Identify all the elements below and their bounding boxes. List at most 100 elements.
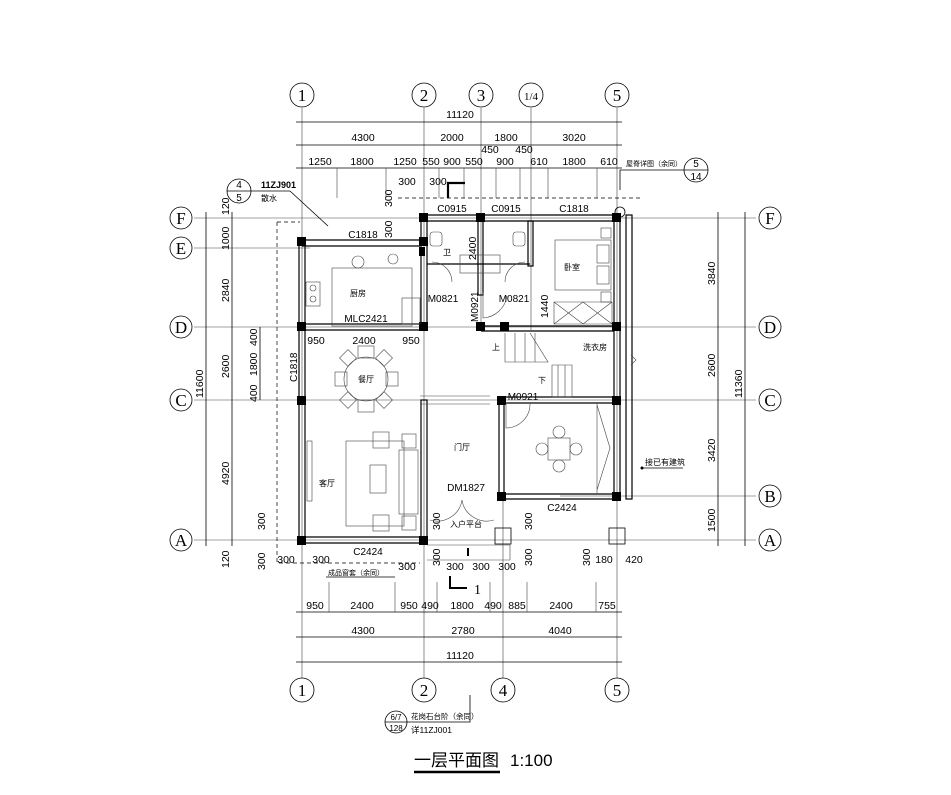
axis-label: D	[764, 318, 776, 337]
dimensions-top: 11120 4300 2000 1800 3020 1250 1800 1250…	[296, 109, 622, 207]
axis-label: 4	[499, 681, 508, 700]
dim-text: 300	[581, 548, 593, 566]
dim-text: 950	[306, 600, 324, 612]
axis-label: E	[176, 239, 186, 258]
dim-text: 610	[600, 156, 618, 168]
furniture	[305, 227, 613, 532]
window-label: C2424	[353, 547, 383, 558]
fridge-icon	[401, 297, 421, 325]
dim-text: 2000	[440, 132, 464, 144]
dim-text: 1250	[393, 156, 417, 168]
dim-text: 550	[465, 156, 483, 168]
axis-label: 5	[613, 86, 622, 105]
ref-note: 花岗石台阶（余同）	[411, 711, 479, 721]
axis-label: C	[175, 391, 186, 410]
dim-text: 900	[443, 156, 461, 168]
window-label: C1818	[559, 204, 589, 215]
reference-window-sill: 成品窗套（余同）	[326, 568, 395, 578]
sofa	[398, 449, 419, 515]
title-scale: 1:100	[510, 751, 553, 770]
dimensions-bottom: 950 2400 950 490 1800 490 885 2400 755 4…	[277, 512, 643, 663]
dim-text: 1500	[706, 508, 718, 532]
dim-text: 1440	[539, 294, 551, 318]
dining-table	[343, 356, 389, 402]
window-label: C0915	[437, 204, 467, 215]
reference-6-7-128: 6/7 128 花岗石台阶（余同） 详11ZJ001	[384, 695, 479, 735]
dim-text: 2600	[220, 354, 232, 378]
ref-note: 接已有建筑	[645, 457, 685, 467]
axis-label: 1	[298, 86, 307, 105]
axis-label: A	[175, 531, 188, 550]
ref-note: 散水	[261, 193, 277, 203]
stairs-down	[551, 364, 573, 398]
axis-label: F	[176, 209, 185, 228]
ref-code: 详11ZJ001	[411, 725, 452, 735]
dim-text: 610	[530, 156, 548, 168]
dim-text: 490	[484, 600, 502, 612]
dim-text: 755	[598, 600, 616, 612]
reference-5-14: 5 14 屋脊详图（余同）	[619, 157, 709, 190]
rug	[345, 440, 405, 527]
dim-text: 420	[625, 554, 643, 566]
stool-icon	[387, 253, 399, 265]
sink-icon	[351, 255, 365, 269]
stairs-up	[504, 332, 549, 363]
dim-text: 180	[595, 554, 613, 566]
dim-text: 300	[312, 554, 330, 566]
axis-label: F	[765, 209, 774, 228]
axis-bubbles-left: F E D C A	[169, 206, 193, 552]
ref-note: 成品窗套（余同）	[328, 568, 384, 577]
dim-text: 300	[383, 189, 395, 207]
dim-text: 300	[523, 512, 535, 530]
ref-number: 5	[693, 159, 699, 170]
dim-text: 1000	[220, 226, 232, 250]
dim-text: 950	[307, 335, 325, 347]
stair-down-label: 下	[538, 376, 546, 385]
door-label: M0921	[470, 291, 481, 322]
dim-text: 4300	[351, 132, 375, 144]
dim-text: 885	[508, 600, 526, 612]
ref-number: 4	[236, 180, 242, 191]
dim-text: 2400	[549, 600, 573, 612]
axis-label: 3	[477, 86, 486, 105]
room-dining: 餐厅	[358, 375, 374, 384]
axis-label: 2	[420, 681, 429, 700]
dim-text: 300	[431, 548, 443, 566]
dim-text: 300	[398, 561, 416, 573]
stove-icon	[305, 281, 321, 307]
dim-text: 450	[481, 144, 499, 156]
kitchen-counter	[331, 267, 413, 327]
dim-text: 1800	[494, 132, 518, 144]
existing-building-note: 接已有建筑	[640, 457, 685, 470]
dim-text: 1800	[450, 600, 474, 612]
axis-bubbles-bottom: 1 2 4 5	[289, 677, 630, 703]
wardrobe	[553, 301, 613, 325]
dim-text: 3020	[562, 132, 586, 144]
section-number: 1	[474, 583, 481, 598]
dim-text: 550	[422, 156, 440, 168]
room-living: 客厅	[319, 478, 335, 488]
dim-text: 300	[446, 561, 464, 573]
dim-text: 2400	[352, 335, 376, 347]
dim-text: 300	[383, 220, 395, 238]
dim-text: 300	[498, 561, 516, 573]
dim-text: 900	[496, 156, 514, 168]
dim-text: 400	[248, 384, 260, 402]
dimensions-right: 3840 2600 3420 1500 11360	[706, 212, 746, 546]
dim-text: 400	[248, 328, 260, 346]
dim-text: 300	[429, 176, 447, 188]
tv-cabinet	[306, 440, 313, 502]
axis-label: C	[764, 391, 775, 410]
dim-text: 1250	[308, 156, 332, 168]
axis-label: 2	[420, 86, 429, 105]
dim-text: 4040	[548, 625, 572, 637]
window-label: C1818	[348, 230, 378, 241]
room-foyer: 门厅	[454, 442, 470, 452]
tea-table	[547, 437, 571, 461]
dimensions-left: 120 1000 2840 2600 4920 120 11600 400 18…	[194, 197, 268, 570]
window-label: C1818	[289, 352, 300, 382]
axis-label: 5	[613, 681, 622, 700]
door-label: DM1827	[447, 483, 485, 494]
axis-label: D	[175, 318, 187, 337]
